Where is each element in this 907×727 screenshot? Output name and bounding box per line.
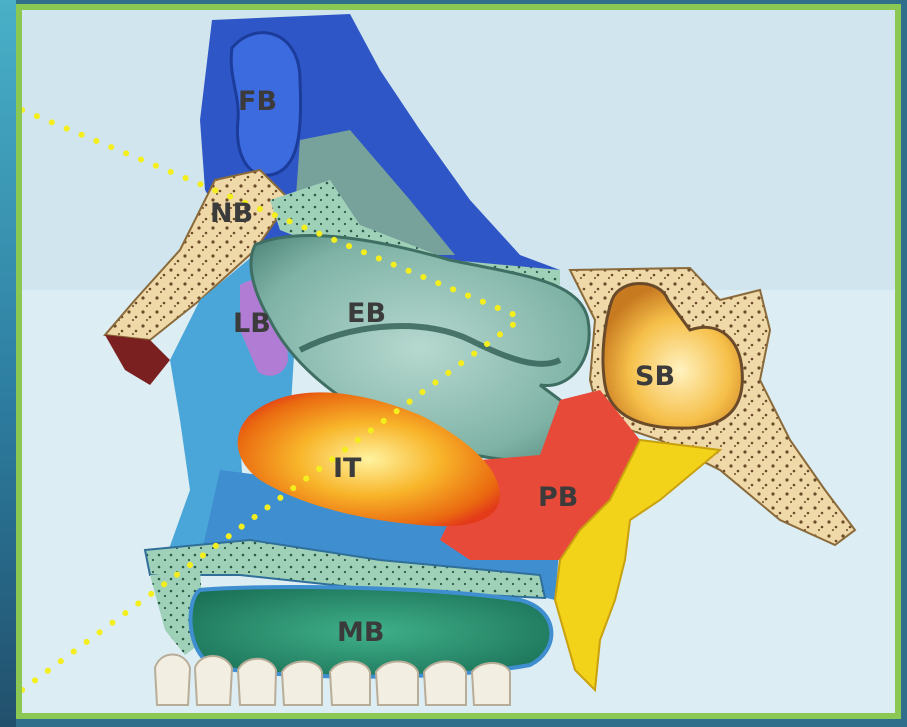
- label-sb: SB: [635, 361, 675, 392]
- label-lb: LB: [233, 308, 271, 339]
- image-frame: FB NB LB EB SB IT PB MB: [16, 4, 901, 719]
- label-it: IT: [333, 453, 362, 484]
- nasal-anatomy-diagram: FB NB LB EB SB IT PB MB: [22, 10, 895, 713]
- label-pb: PB: [538, 482, 578, 513]
- label-mb: MB: [337, 617, 384, 648]
- label-eb: EB: [347, 298, 386, 329]
- left-edge-gradient: [0, 0, 16, 727]
- label-nb: NB: [210, 198, 253, 229]
- label-fb: FB: [238, 86, 277, 117]
